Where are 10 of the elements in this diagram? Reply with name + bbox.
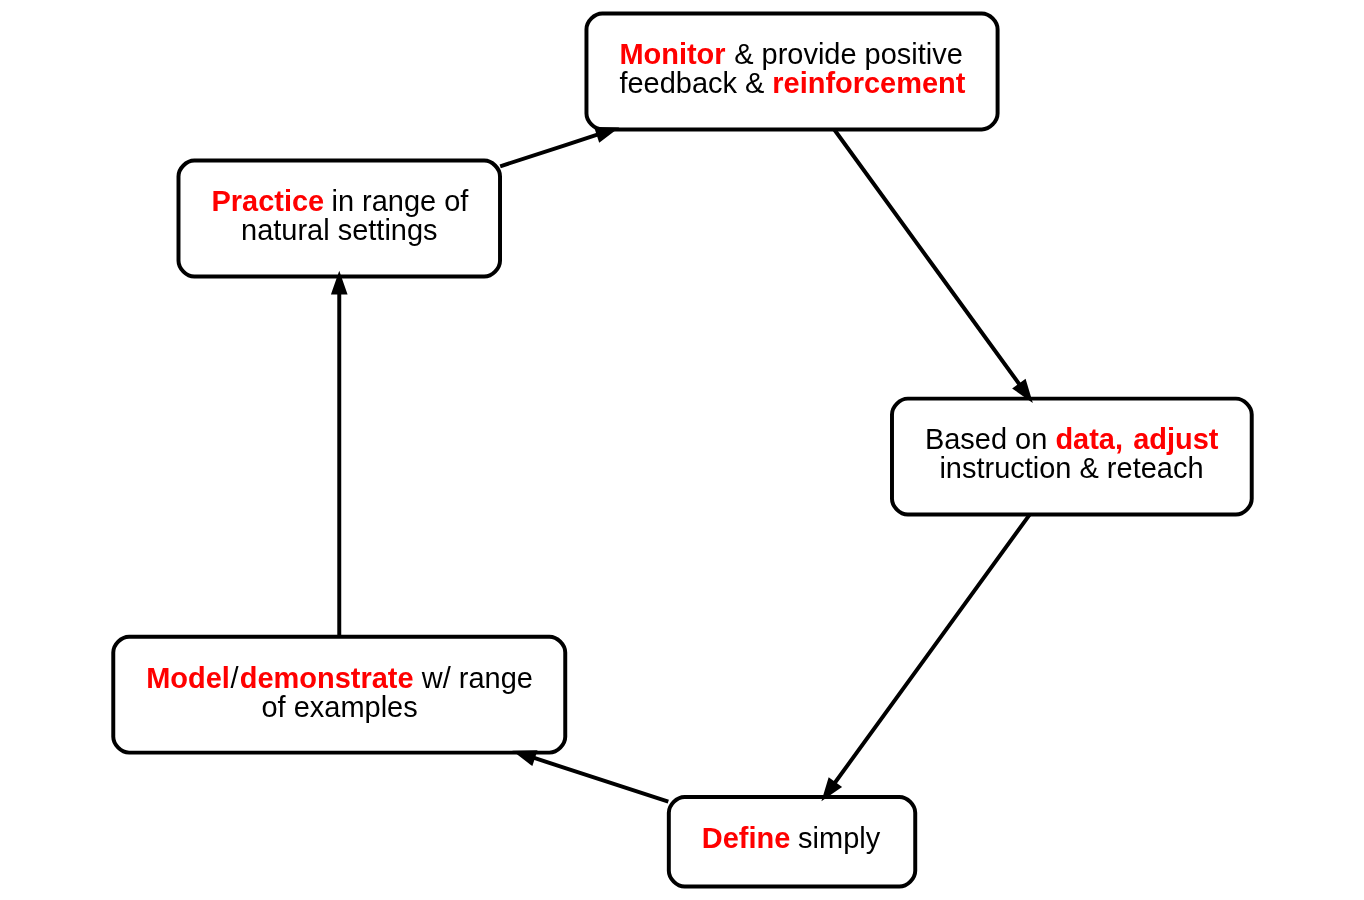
node-box: Model/demonstrate w/ range of examples: [110, 634, 567, 755]
arrow: [499, 127, 619, 169]
node-box: Define simply: [666, 794, 917, 889]
arrow: [330, 270, 348, 637]
node-box: Practice in range of natural settings: [176, 158, 502, 279]
node-box: Monitor & provide positive feedback & reinforcement: [584, 11, 1000, 132]
arrow: [511, 750, 669, 804]
arrow: [820, 513, 1031, 802]
arrow: [832, 128, 1033, 403]
node-box: Based on data, adjust instruction & reteach: [889, 396, 1254, 517]
